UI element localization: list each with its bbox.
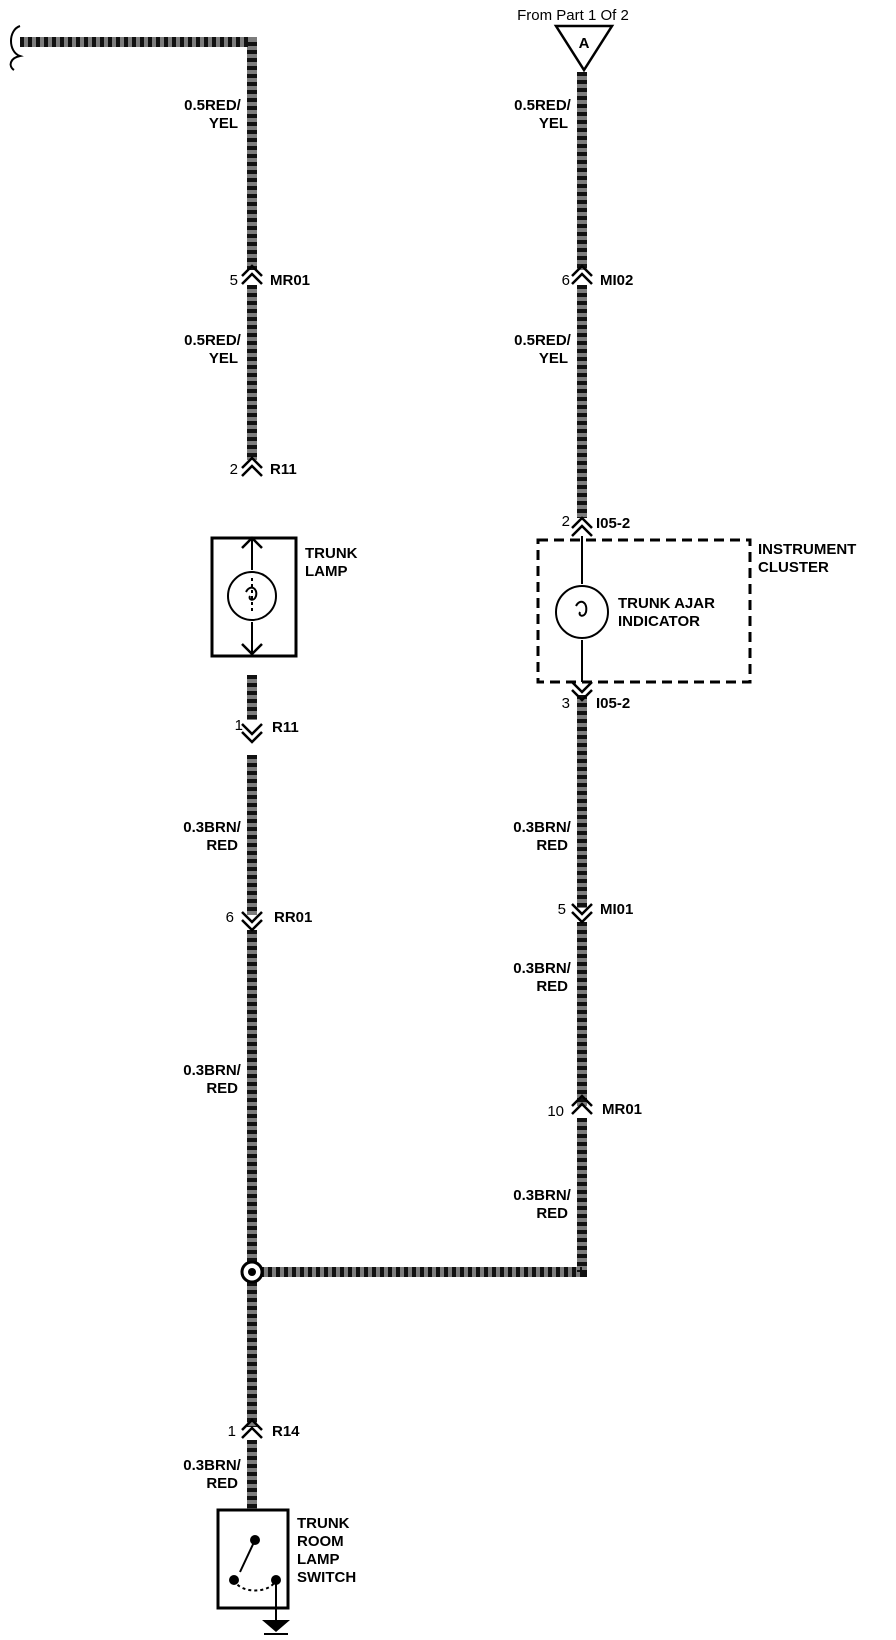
connector-mr01-right-name: MR01 bbox=[602, 1101, 642, 1118]
ground-icon bbox=[262, 1620, 290, 1632]
indicator-lamp-icon bbox=[555, 585, 609, 639]
switch-arm-icon bbox=[239, 1539, 256, 1573]
reference-triangle-icon bbox=[553, 24, 615, 73]
wire-label-right-4: 0.3BRN/ RED bbox=[513, 960, 575, 995]
connector-r14-name: R14 bbox=[272, 1423, 300, 1440]
wires bbox=[20, 37, 587, 1510]
connector-mi02-name: MI02 bbox=[600, 272, 633, 289]
connector-i05-top-name: I05-2 bbox=[596, 515, 630, 532]
connector-r14 bbox=[241, 1418, 263, 1439]
connector-r11-top-name: R11 bbox=[270, 461, 297, 478]
trunk-room-lamp-switch bbox=[216, 1508, 290, 1635]
connector-r14-pin: 1 bbox=[228, 1423, 236, 1440]
connector-chevron-icon bbox=[241, 911, 263, 932]
instrument-cluster bbox=[536, 536, 752, 684]
wire-label-left-1: 0.5RED/ YEL bbox=[184, 97, 245, 132]
connector-chevron-icon bbox=[571, 903, 593, 924]
connector-r11-top bbox=[241, 456, 263, 477]
connector-r11-top-pin: 2 bbox=[230, 461, 238, 478]
trunk-lamp-label: TRUNK LAMP bbox=[305, 545, 362, 580]
splice-joint bbox=[240, 1260, 264, 1284]
wire-break-symbol bbox=[9, 25, 24, 71]
connector-chevron-icon bbox=[571, 681, 593, 702]
connector-mr01-left-pin: 5 bbox=[230, 272, 238, 289]
connector-mi01-pin: 5 bbox=[558, 901, 566, 918]
switch-label: TRUNK ROOM LAMP SWITCH bbox=[297, 1515, 356, 1586]
trunk-lamp bbox=[210, 536, 298, 658]
wire-label-right-2: 0.5RED/ YEL bbox=[514, 332, 575, 367]
connector-mi01 bbox=[571, 903, 593, 924]
lamp-bulb-icon bbox=[227, 571, 277, 621]
connector-reference-a: A From Part 1 Of 2 bbox=[517, 7, 629, 73]
wire-label-left-4: 0.3BRN/ RED bbox=[183, 1062, 245, 1097]
right-labels: 0.5RED/ YEL 6 MI02 0.5RED/ YEL 2 I05-2 I… bbox=[513, 97, 861, 1222]
connector-r11-bottom-pin: 1 bbox=[235, 717, 243, 734]
connector-rr01 bbox=[241, 911, 263, 932]
connector-i05-top-pin: 2 bbox=[562, 513, 570, 530]
connector-i05-top bbox=[571, 516, 593, 537]
connector-mi02 bbox=[571, 264, 593, 285]
connector-chevron-icon bbox=[241, 264, 263, 285]
trunk-lamp-box bbox=[210, 536, 298, 658]
connector-chevron-icon bbox=[241, 1418, 263, 1439]
connector-mr01-right bbox=[571, 1094, 593, 1115]
connector-mr01-left bbox=[241, 264, 263, 285]
wire-label-right-1: 0.5RED/ YEL bbox=[514, 97, 575, 132]
connector-chevron-icon bbox=[241, 723, 263, 744]
connector-i05-bottom bbox=[571, 681, 593, 702]
wire-label-left-3: 0.3BRN/ RED bbox=[183, 819, 245, 854]
connector-rr01-pin: 6 bbox=[226, 909, 234, 926]
instrument-cluster-box bbox=[536, 538, 752, 684]
wire-label-right-5: 0.3BRN/ RED bbox=[513, 1187, 575, 1222]
instrument-cluster-label: INSTRUMENT CLUSTER bbox=[758, 541, 861, 576]
connector-rr01-name: RR01 bbox=[274, 909, 312, 926]
connector-chevron-icon bbox=[571, 264, 593, 285]
wire-label-left-2: 0.5RED/ YEL bbox=[184, 332, 245, 367]
wire-top-left-horizontal bbox=[20, 37, 257, 270]
connector-mr01-left-name: MR01 bbox=[270, 272, 310, 289]
wire-label-left-5: 0.3BRN/ RED bbox=[183, 1457, 245, 1492]
wire-label-right-3: 0.3BRN/ RED bbox=[513, 819, 575, 854]
connector-i05-bottom-name: I05-2 bbox=[596, 695, 630, 712]
connector-r11-bottom-name: R11 bbox=[272, 719, 299, 736]
trunk-ajar-indicator-label: TRUNK AJAR INDICATOR bbox=[618, 595, 719, 630]
connector-mi02-pin: 6 bbox=[562, 272, 570, 289]
connector-mi01-name: MI01 bbox=[600, 901, 633, 918]
reference-letter: A bbox=[579, 35, 590, 52]
connector-chevron-icon bbox=[571, 516, 593, 537]
connector-mr01-right-pin: 10 bbox=[547, 1103, 564, 1120]
connector-r11-bottom bbox=[241, 723, 263, 744]
switch-box bbox=[216, 1508, 290, 1610]
connector-i05-bottom-pin: 3 bbox=[562, 695, 570, 712]
connector-chevron-icon bbox=[241, 456, 263, 477]
left-labels: 0.5RED/ YEL 5 MR01 0.5RED/ YEL 2 R11 TRU… bbox=[183, 97, 362, 1586]
connector-chevron-icon bbox=[571, 1094, 593, 1115]
reference-from-text: From Part 1 Of 2 bbox=[517, 7, 629, 24]
